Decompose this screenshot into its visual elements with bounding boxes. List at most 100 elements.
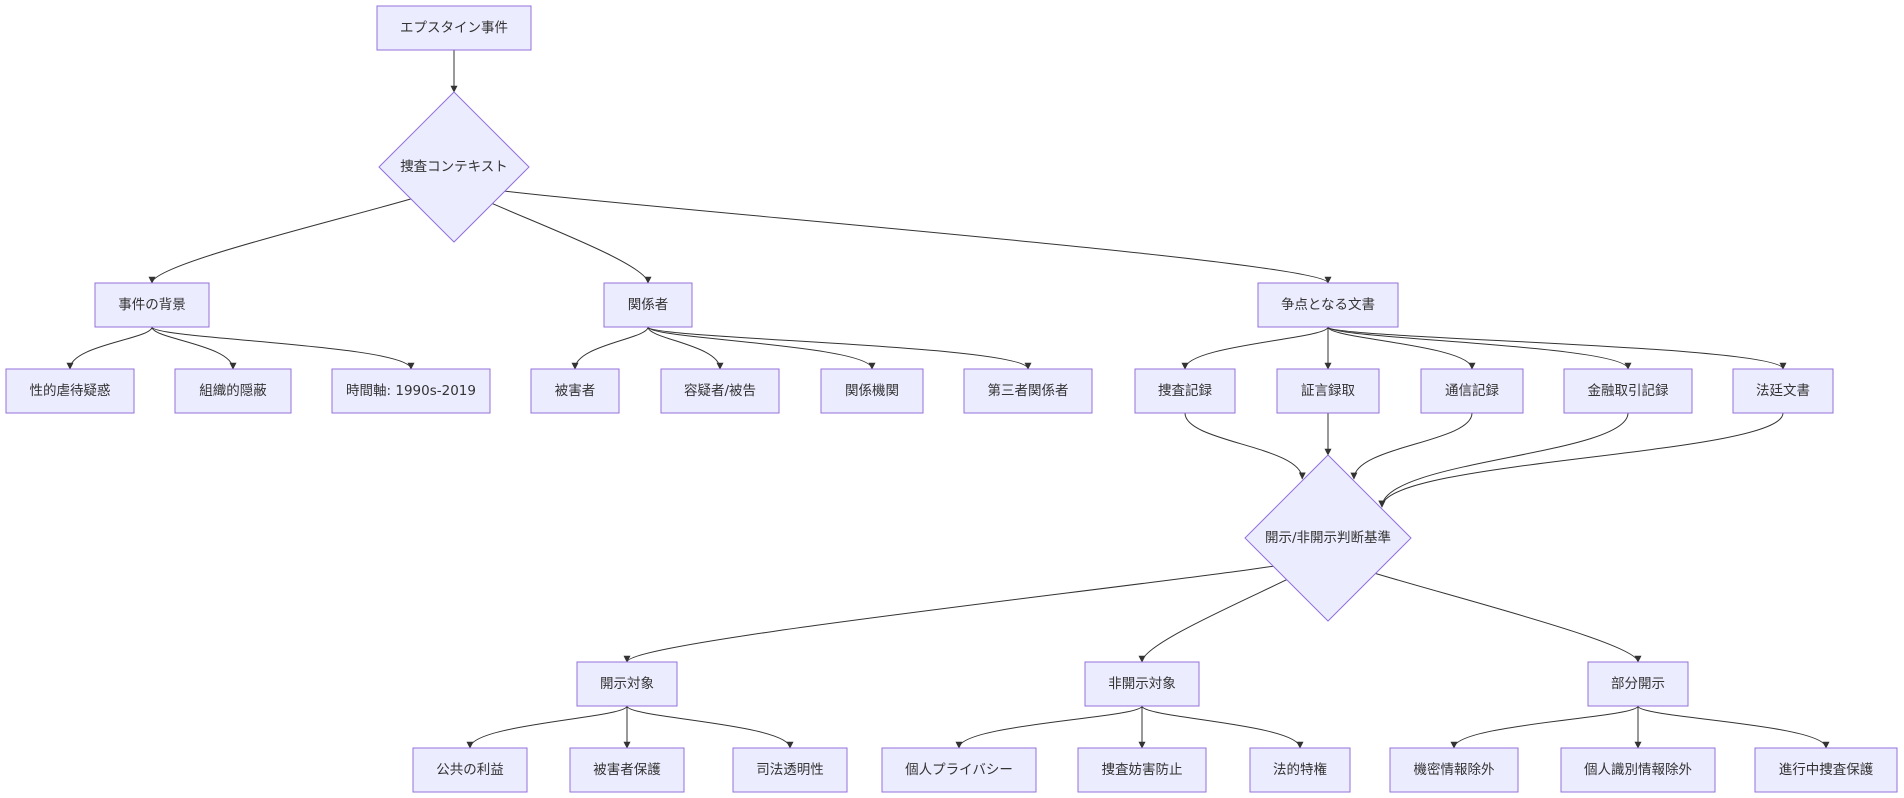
node-timeline: 時間軸: 1990s-2019: [331, 368, 491, 414]
process-box: [1420, 368, 1524, 414]
node-label: 被害者保護: [593, 762, 661, 778]
node-label: 非開示対象: [1108, 676, 1176, 692]
node-pii: 個人識別情報除外: [1560, 747, 1716, 793]
node-abuse: 性的虐待疑惑: [5, 368, 135, 414]
process-box: [1732, 368, 1834, 414]
process-box: [732, 747, 848, 793]
node-coverup: 組織的隠蔽: [174, 368, 292, 414]
decision-diamond: [1244, 454, 1412, 622]
edge-background-to-coverup: [151, 326, 237, 370]
process-box: [660, 368, 780, 414]
node-obstruction: 捜査妨害防止: [1077, 747, 1207, 793]
node-background: 事件の背景: [94, 282, 210, 328]
edge-criteria-to-disclose: [623, 554, 1329, 663]
node-label: 捜査コンテキスト: [400, 159, 508, 175]
node-public: 公共の利益: [412, 747, 528, 793]
process-box: [1084, 661, 1200, 707]
node-label: 通信記録: [1445, 382, 1499, 399]
edge-background-to-timeline: [151, 326, 415, 370]
node-privilege: 法的特権: [1249, 747, 1351, 793]
process-box: [331, 368, 491, 414]
edge-context-to-documents: [453, 182, 1332, 284]
node-label: 司法透明性: [756, 762, 824, 778]
edge-financial-to-criteria: [1378, 412, 1629, 508]
process-box: [376, 5, 532, 51]
node-label: 性的虐待疑惑: [30, 383, 111, 399]
node-label: 時間軸: 1990s-2019: [346, 383, 476, 399]
node-label: 個人識別情報除外: [1584, 762, 1692, 778]
node-label: 容疑者/被告: [684, 382, 756, 399]
node-documents: 争点となる文書: [1257, 282, 1399, 328]
node-victims: 被害者: [530, 368, 620, 414]
node-label: 個人プライバシー: [905, 762, 1013, 778]
node-testimony: 証言録取: [1276, 368, 1380, 414]
node-nondisclose: 非開示対象: [1084, 661, 1200, 707]
node-label: エプスタイン事件: [400, 20, 508, 36]
node-thirdparty: 第三者関係者: [963, 368, 1093, 414]
edge-partial-to-classified: [1450, 705, 1639, 749]
node-agencies: 関係機関: [820, 368, 924, 414]
node-transparency: 司法透明性: [732, 747, 848, 793]
node-privacy: 個人プライバシー: [881, 747, 1037, 793]
edge-partial-to-ongoing: [1637, 705, 1830, 749]
node-label: 組織的隠蔽: [199, 383, 267, 399]
node-label: 証言録取: [1301, 383, 1355, 399]
node-label: 捜査記録: [1158, 382, 1212, 399]
node-criteria: 開示/非開示判断基準: [1244, 454, 1412, 622]
node-label: 機密情報除外: [1414, 761, 1495, 778]
process-box: [576, 661, 678, 707]
node-label: 第三者関係者: [988, 382, 1069, 399]
edge-background-to-abuse: [66, 326, 153, 370]
node-label: 法的特権: [1273, 761, 1327, 778]
edge-parties-to-agencies: [647, 326, 876, 370]
node-label: 部分開示: [1611, 676, 1665, 692]
process-box: [1257, 282, 1399, 328]
node-label: 法廷文書: [1756, 383, 1810, 399]
node-suspects: 容疑者/被告: [660, 368, 780, 414]
node-root: エプスタイン事件: [376, 5, 532, 51]
process-box: [174, 368, 292, 414]
process-box: [963, 368, 1093, 414]
node-label: 事件の背景: [118, 297, 186, 313]
node-label: 関係機関: [845, 383, 899, 399]
edge-documents-to-comms: [1327, 326, 1476, 370]
process-box: [530, 368, 620, 414]
process-box: [1077, 747, 1207, 793]
process-box: [94, 282, 210, 328]
process-box: [1560, 747, 1716, 793]
edge-documents-to-court: [1327, 326, 1787, 370]
node-label: 開示対象: [600, 676, 654, 692]
node-victimprot: 被害者保護: [569, 747, 685, 793]
edge-documents-to-financial: [1327, 326, 1632, 370]
process-box: [5, 368, 135, 414]
node-financial: 金融取引記録: [1563, 368, 1693, 414]
node-ongoing: 進行中捜査保護: [1754, 747, 1898, 793]
edge-documents-to-investigation: [1181, 326, 1329, 370]
edge-parties-to-thirdparty: [647, 326, 1032, 370]
node-label: 捜査妨害防止: [1102, 762, 1183, 778]
process-box: [1587, 661, 1689, 707]
decision-diamond: [378, 91, 530, 243]
node-label: 被害者: [555, 383, 596, 399]
process-box: [412, 747, 528, 793]
node-label: 関係者: [628, 297, 669, 313]
process-box: [1249, 747, 1351, 793]
node-label: 開示/非開示判断基準: [1265, 529, 1391, 546]
process-box: [1389, 747, 1519, 793]
node-label: 金融取引記録: [1588, 382, 1669, 399]
node-disclose: 開示対象: [576, 661, 678, 707]
edge-parties-to-victims: [571, 326, 649, 370]
edge-court-to-criteria: [1378, 412, 1784, 508]
node-comms: 通信記録: [1420, 368, 1524, 414]
edge-parties-to-suspects: [647, 326, 724, 370]
node-court: 法廷文書: [1732, 368, 1834, 414]
process-box: [1754, 747, 1898, 793]
node-partial: 部分開示: [1587, 661, 1689, 707]
edges-layer: [66, 49, 1830, 749]
process-box: [603, 282, 693, 328]
process-box: [569, 747, 685, 793]
edge-disclose-to-public: [466, 705, 628, 749]
edge-context-to-background: [148, 182, 455, 284]
